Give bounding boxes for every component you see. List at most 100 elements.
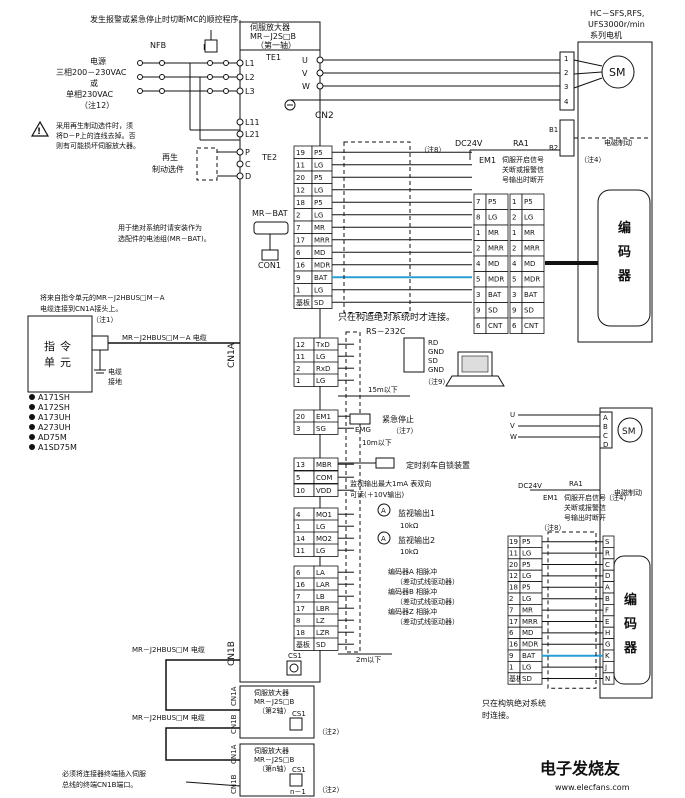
monitor-max-2: 可读(＋10V输出) (350, 490, 404, 499)
cn3-pin-sig-text: TxD (315, 341, 330, 349)
brake-relay-icon (338, 457, 395, 469)
cn3-pin-sig-text: EM1 (316, 413, 331, 421)
motor1-dc24v: DC24V (455, 139, 483, 148)
cn3-pin-num-text: 5 (296, 474, 300, 482)
motor2-enc-1: 编 (624, 592, 637, 608)
rs232-plug (403, 337, 425, 373)
cn2-pin-num-text: 20 (296, 174, 305, 182)
m2-pin-sig-text: LG (522, 663, 531, 671)
enc-conn-cell-text: 2 (476, 245, 480, 253)
enc-z-label: 编码器Z 相脉冲 (388, 607, 437, 616)
enc-conn-cell-text: 2 (512, 245, 516, 253)
amp2-cn1a: CN1A (230, 686, 238, 706)
svg-text:3: 3 (564, 83, 568, 91)
model-bullet (29, 434, 35, 440)
motor1-ra1: RA1 (513, 139, 529, 148)
cn2-pin-num-text: 17 (296, 237, 305, 245)
svg-text:C: C (603, 432, 608, 440)
cn2-pin-num-text: 6 (296, 249, 301, 257)
laptop-icon (445, 351, 505, 387)
rs232-note9: （注9） (424, 377, 449, 386)
cmd-unit-4: 元 (60, 356, 71, 369)
model-name: A172SH (38, 403, 70, 412)
amp1-title-1: 伺服放大器 (250, 22, 290, 32)
m2-pin-sig-text: MD (522, 629, 533, 637)
cn2-pin-sig-text: BAT (314, 274, 328, 282)
cn3-pin-sig-text: LG (316, 353, 325, 361)
ampn-n1: n－1 (290, 788, 306, 796)
enc-conn-cell-text: MD (524, 260, 535, 268)
m2-pin-sig-text: MRR (522, 618, 538, 626)
motor1-series-3: 系列电机 (590, 30, 622, 40)
svg-text:U: U (510, 411, 515, 419)
motor2-dc24v: DC24V (518, 482, 542, 490)
supply-label-4: 单相230VAC (66, 89, 114, 99)
enc-conn-cell-text: MR (488, 229, 499, 237)
motor2-em1-text-3: 号输出时断开 (564, 513, 606, 522)
m2-pin-ch-text: C (605, 561, 610, 569)
monitor-r2: 10kΩ (400, 548, 419, 556)
cn2-pin-sig-text: LG (314, 287, 323, 295)
cn3-pin-sig-text: COM (316, 474, 332, 482)
motor2-em1: EM1 (543, 494, 558, 502)
enc-conn-cell-text: 5 (512, 276, 516, 284)
cn3-pin-sig-text: LG (316, 377, 325, 385)
cn2-pin-num-text: 18 (296, 199, 305, 207)
svg-text:GND: GND (428, 366, 444, 374)
cmd-cable-label: MR－J2HBUS□M－A 电缆 (122, 333, 207, 342)
svg-text:L11: L11 (245, 118, 260, 127)
motor2-encoder-box (613, 555, 651, 685)
motor1-note8: （注8） (420, 145, 445, 154)
motor2-sm: SM (622, 427, 635, 437)
cn3-pin-sig-text: LA (316, 569, 325, 577)
cn3-shield (345, 331, 361, 653)
amp1-te1: TE1 (265, 53, 281, 62)
amp1-cn2: CN2 (315, 111, 334, 121)
enc-conn-cell-text: 5 (476, 276, 480, 284)
m2-pin-num-text: 16 (509, 641, 518, 649)
motor1-enc-2: 码 (618, 245, 631, 260)
io-len2: 2m以下 (356, 656, 381, 664)
m2-pin-ch-text: K (605, 652, 610, 660)
rs232-title: RS－232C (366, 327, 406, 336)
emg-label: EMG (355, 426, 371, 434)
monitor-out-2: 监视输出2 (398, 535, 435, 545)
enc-conn-cell-text: MDR (524, 276, 540, 284)
m2-pin-num-text: 2 (509, 595, 513, 603)
regen-note-3: 则有可能损坏伺服放大器。 (56, 141, 140, 150)
model-name: AD75M (38, 433, 67, 442)
cable-from-note-3: （注1） (92, 315, 117, 324)
cn2-pin-num-text: 基板 (296, 298, 310, 307)
cn2-pin-num-text: 12 (296, 187, 305, 195)
warning-icon: ! (30, 120, 50, 137)
amp2-title-2: MR－J2S□B (254, 698, 294, 706)
command-unit-box (27, 315, 93, 393)
motor1-series-1: HC－SFS,RFS, (590, 9, 644, 18)
enc-b-label: 编码器B 相脉冲 (388, 587, 437, 596)
svg-text:L21: L21 (245, 130, 260, 139)
cn3-pin-num-text: 4 (296, 511, 301, 519)
cn3-pin-num-text: 8 (296, 617, 300, 625)
supply-label-1: 电源 (90, 56, 106, 66)
svg-text:RD: RD (428, 339, 438, 347)
cmd-unit-1: 指 (44, 339, 55, 353)
m2-pin-ch-text: R (605, 549, 610, 557)
svg-text:1: 1 (564, 55, 568, 63)
model-bullet (29, 444, 35, 450)
regen-option-1: 再生 (162, 152, 178, 162)
cn3-pin-num-text: 20 (296, 413, 305, 421)
model-name: A173UH (38, 413, 71, 422)
ampn-title-1: 伺服放大器 (254, 746, 289, 755)
motor1-terminal-block (559, 51, 575, 111)
enc-conn-cell-text: 1 (512, 229, 516, 237)
amp1-left-terminals: L1 L2 L3 L11 L21 P C D (236, 59, 260, 181)
amp1-cn1b: CN1B (227, 641, 237, 666)
cn3-pin-sig-text: MO2 (316, 535, 332, 543)
m2-pin-ch (602, 672, 615, 685)
cn3-pin-sig-text: LB (316, 593, 325, 601)
note-alarm-stop: 发生报警或紧急停止时切断MC的顺控程序。 (90, 14, 247, 24)
regen-note-2: 将D－P上的连线去掉。否 (56, 131, 136, 140)
enc-conn-cell-text: 9 (476, 307, 480, 315)
